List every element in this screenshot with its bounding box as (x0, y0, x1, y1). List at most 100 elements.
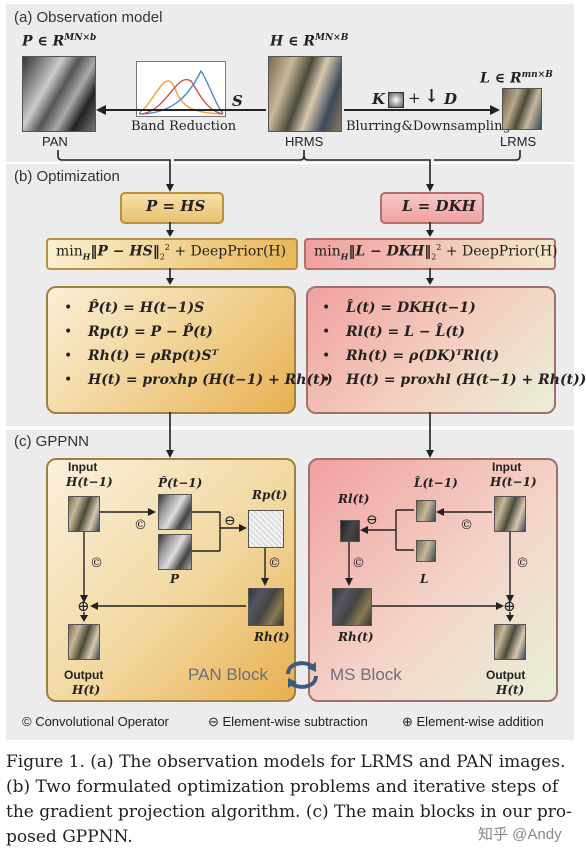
pan-output-image (68, 624, 100, 660)
p-domain-label: P ∈ RMN×b (22, 33, 97, 50)
rh-pan-image (248, 588, 284, 626)
legend-conv: © Convolutional Operator (22, 714, 169, 729)
ms-block-arrows (345, 508, 514, 622)
spectral-curve-red (138, 78, 224, 115)
left-step: P̂(t) = H(t−1)S (88, 300, 205, 316)
blurring-arrow (344, 105, 500, 115)
ms-conv-icon-2: © (352, 556, 365, 571)
pan-conv-icon-2: © (268, 556, 281, 571)
left-bullet: • (64, 324, 73, 340)
ms-conv-icon-3: © (516, 556, 529, 571)
pan-input-h: H(t−1) (66, 475, 113, 489)
rp-image (248, 510, 284, 548)
pan-output-label: Output (64, 668, 104, 682)
ms-block-label: MS Block (330, 665, 402, 684)
caption-line-3: the gradient projection algorithm. (c) T… (6, 802, 572, 822)
ms-output-h: H(t) (496, 683, 525, 697)
right-bullet: • (322, 348, 331, 364)
right-min-box (304, 238, 556, 270)
caption-line-1: Figure 1. (a) The observation models for… (6, 752, 566, 772)
pan-add-icon: ⊕ (77, 597, 90, 615)
ms-sub-icon: ⊖ (366, 512, 378, 528)
ms-input-h: H(t−1) (490, 475, 537, 489)
arrows-b-3 (166, 412, 434, 458)
left-bullet: • (64, 372, 73, 388)
pan-label: PAN (42, 134, 68, 149)
pan-input-label: Input (68, 460, 98, 474)
legend-sub: ⊖ Element-wise subtraction (208, 714, 368, 729)
right-bullet: • (322, 324, 331, 340)
left-model-eq: P = HS (146, 197, 206, 215)
right-step: H(t) = proxhl (H(t−1) + Rh(t)) (346, 372, 586, 388)
left-min-box (46, 238, 298, 270)
rl-label: Rl(t) (338, 492, 370, 506)
l-domain-label: L ∈ Rmn×B (480, 70, 553, 87)
l-hat-label: L̂(t−1) (414, 476, 458, 490)
pan-sub-icon: ⊖ (224, 513, 236, 529)
spectral-response-curves (136, 61, 226, 117)
ms-conv-icon-1: © (460, 518, 473, 533)
rh-ms-label: Rh(t) (338, 630, 374, 644)
left-model-box (120, 192, 224, 224)
k-symbol: K (372, 90, 386, 108)
rp-label: Rp(t) (252, 488, 288, 502)
s-symbol: S (232, 92, 243, 110)
caption-line-2: (b) Two formulated optimization problems… (6, 777, 559, 797)
left-min-eq: minH‖P − HS‖22 + DeepPrior(H) (56, 243, 287, 262)
ms-input-image (494, 496, 526, 532)
rl-image (340, 520, 360, 542)
hrms-label: HRMS (285, 134, 324, 149)
right-bullet: • (322, 300, 331, 316)
section-c-title: (c) GPPNN (14, 433, 89, 450)
l-label: L (420, 572, 429, 586)
right-steps-box (306, 286, 556, 414)
band-reduction-arrow (96, 105, 266, 115)
legend-add: ⊕ Element-wise addition (402, 714, 544, 729)
p-hat-image-2 (158, 534, 192, 570)
blurring-label: Blurring&Downsampling (346, 119, 511, 134)
plus-symbol: + (408, 89, 421, 107)
ms-output-image (494, 624, 526, 660)
caption-line-4: posed GPPNN. (6, 827, 133, 847)
pan-image (22, 56, 96, 132)
section-a-title: (a) Observation model (14, 9, 163, 26)
kernel-icon (388, 92, 404, 108)
rh-ms-image (332, 588, 372, 626)
right-step: Rh(t) = ρ(DK)ᵀRl(t) (346, 348, 500, 364)
l-hat-image (416, 500, 436, 522)
ms-output-label: Output (486, 668, 526, 682)
pan-block-arrows (80, 508, 269, 622)
left-bullet: • (64, 300, 73, 316)
arrows-b-2 (166, 268, 434, 285)
right-step: L̂(t) = DKH(t−1) (346, 300, 476, 316)
left-step: Rh(t) = ρRp(t)Sᵀ (88, 348, 219, 364)
d-symbol: D (444, 90, 458, 108)
p-hat-label: P̂(t−1) (158, 476, 203, 490)
left-step: H(t) = proxhp (H(t−1) + Rh(t)) (88, 372, 333, 388)
right-bullet: • (322, 372, 331, 388)
l-image (416, 540, 436, 562)
band-reduction-label: Band Reduction (131, 119, 237, 134)
left-bullet: • (64, 348, 73, 364)
right-step: Rl(t) = L − L̂(t) (346, 324, 466, 340)
ms-add-icon: ⊕ (503, 597, 516, 615)
right-model-eq: L = DKH (402, 197, 476, 215)
pan-conv-icon-1: © (134, 518, 147, 533)
lrms-label: LRMS (500, 134, 537, 149)
rh-pan-label: Rh(t) (254, 630, 290, 644)
pan-output-h: H(t) (72, 683, 101, 697)
hrms-image (268, 56, 342, 132)
left-steps-box (46, 286, 296, 414)
swap-arrows-icon (286, 661, 318, 689)
ms-input-label: Input (492, 460, 522, 474)
down-arrow-icon: ↓ (424, 86, 440, 107)
connector-a-to-b (57, 150, 521, 192)
watermark: 知乎 @Andy (478, 826, 562, 843)
left-step: Rp(t) = P − P̂(t) (88, 324, 213, 340)
pan-block-label: PAN Block (188, 665, 268, 684)
p-hat-image-1 (158, 494, 192, 530)
p-label: P (170, 572, 180, 586)
pan-input-image (68, 496, 100, 532)
arrows-b-1 (166, 222, 434, 237)
figure-caption: Figure 1. (a) The observation models for… (6, 750, 572, 850)
